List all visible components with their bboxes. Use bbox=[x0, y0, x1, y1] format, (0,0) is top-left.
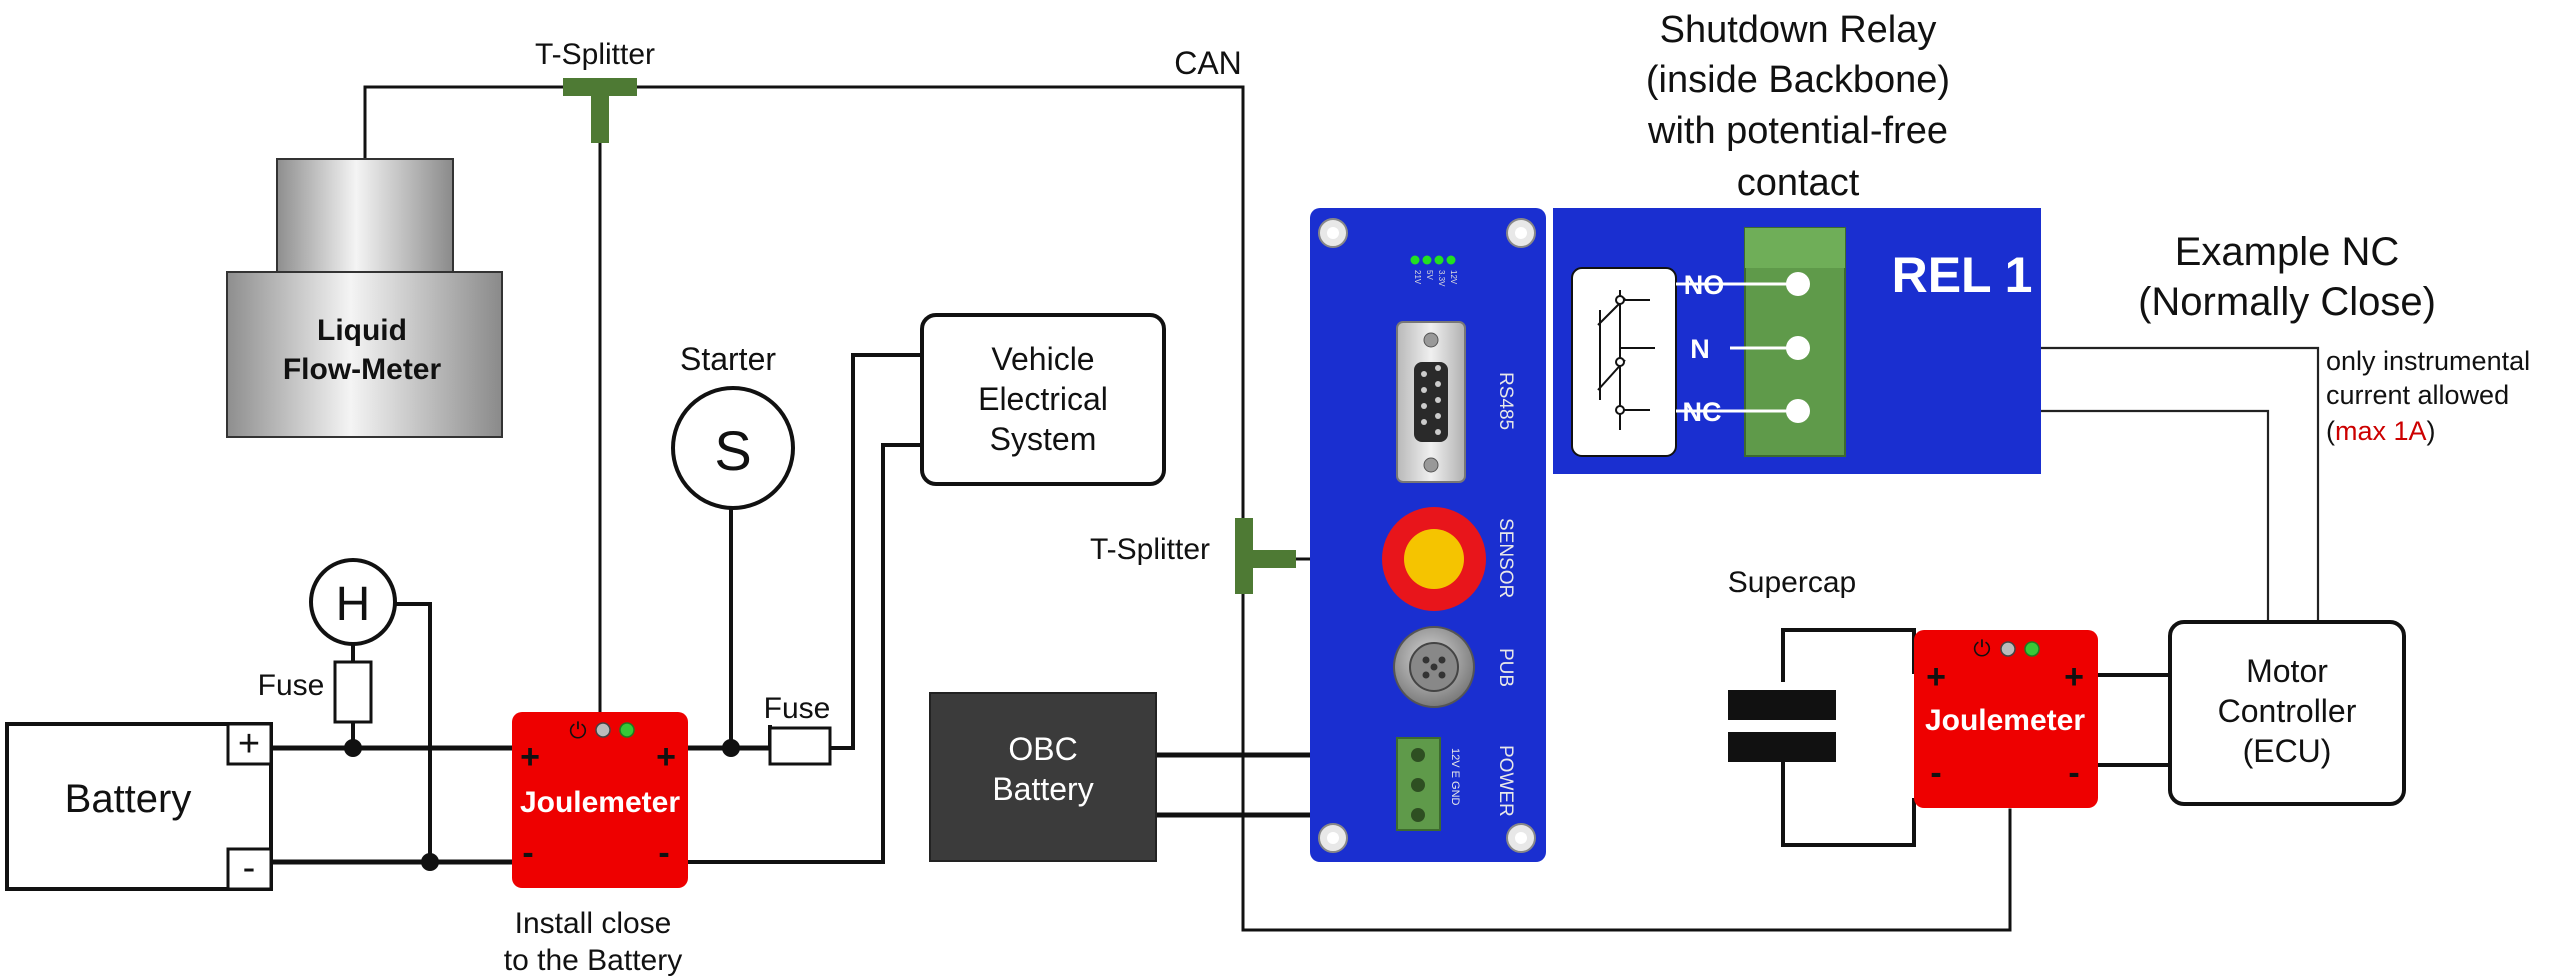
joulemeter-label: Joulemeter bbox=[520, 786, 680, 819]
power-icon-2: ⏻ bbox=[1973, 636, 1990, 661]
svg-text:+: + bbox=[520, 738, 540, 776]
note-line-3: (max 1A) bbox=[2326, 416, 2436, 446]
joulemeter-ecu: ⏻ + + Joulemeter - - bbox=[1914, 630, 2098, 808]
max-current-value: max 1A bbox=[2335, 416, 2427, 446]
supercap bbox=[1728, 690, 1836, 762]
relay-title: Shutdown Relay (inside Backbone) with po… bbox=[1646, 9, 1950, 204]
svg-text:Electrical: Electrical bbox=[978, 381, 1108, 417]
power-pins-label: 12V E GND bbox=[1449, 748, 1461, 806]
relay-n-label: N bbox=[1690, 334, 1710, 364]
svg-text:(inside Backbone): (inside Backbone) bbox=[1646, 59, 1950, 101]
relay-no-label: NO bbox=[1684, 270, 1725, 300]
can-bus-wire bbox=[363, 85, 2012, 932]
power-terminal bbox=[1396, 737, 1441, 831]
svg-text:Controller: Controller bbox=[2218, 693, 2357, 729]
joulemeter-main: ⏻ + + Joulemeter - - bbox=[512, 712, 688, 888]
t-splitter-top-label: T-Splitter bbox=[535, 38, 655, 71]
svg-text:5V: 5V bbox=[1425, 270, 1434, 280]
svg-text:System: System bbox=[990, 421, 1097, 457]
starter-symbol: S bbox=[671, 386, 795, 510]
svg-text:contact: contact bbox=[1737, 162, 1860, 204]
fuse-right bbox=[768, 726, 832, 766]
battery-minus-terminal: - bbox=[243, 847, 256, 889]
fuse-left-label: Fuse bbox=[258, 669, 325, 702]
t-splitter-mid bbox=[1235, 518, 1296, 594]
rs485-label: RS485 bbox=[1495, 372, 1516, 430]
svg-text:-: - bbox=[1930, 754, 1941, 792]
example-nc-title: Example NC bbox=[2175, 230, 2400, 274]
svg-text:12V: 12V bbox=[1449, 270, 1458, 285]
svg-text:(ECU): (ECU) bbox=[2243, 733, 2332, 769]
rs485-port bbox=[1396, 321, 1466, 483]
svg-text:-: - bbox=[522, 834, 533, 872]
example-nc-subtitle: (Normally Close) bbox=[2138, 280, 2436, 324]
svg-text:H: H bbox=[336, 578, 371, 631]
note-line-1: only instrumental bbox=[2326, 346, 2530, 376]
svg-text:3.3V: 3.3V bbox=[1437, 270, 1446, 287]
svg-text:Vehicle: Vehicle bbox=[991, 341, 1094, 377]
pub-label: PUB bbox=[1495, 648, 1516, 687]
motor-controller: Motor Controller (ECU) bbox=[2168, 620, 2406, 806]
backbone-module: 21V 5V 3.3V 12V RS485 SENSOR bbox=[1310, 208, 1546, 862]
fuse-right-label: Fuse bbox=[764, 692, 831, 725]
svg-text:Battery: Battery bbox=[992, 771, 1093, 807]
note-line-2: current allowed bbox=[2326, 380, 2509, 410]
power-icon: ⏻ bbox=[569, 718, 586, 743]
svg-text:with potential-free: with potential-free bbox=[1647, 110, 1948, 152]
install-note-2: to the Battery bbox=[504, 944, 682, 977]
flowmeter-label-2: Flow-Meter bbox=[283, 353, 442, 386]
joulemeter-ecu-label: Joulemeter bbox=[1925, 704, 2085, 737]
sensor-label: SENSOR bbox=[1495, 518, 1516, 598]
t-splitter-top bbox=[563, 78, 637, 143]
status-led-gray bbox=[595, 722, 611, 738]
battery: + - Battery bbox=[5, 722, 273, 891]
svg-text:Shutdown Relay: Shutdown Relay bbox=[1660, 9, 1937, 51]
fuse-left bbox=[333, 660, 373, 724]
sensor-port bbox=[1382, 507, 1486, 611]
shutdown-relay: NO N NC REL 1 bbox=[1553, 208, 2041, 474]
svg-text:OBC: OBC bbox=[1008, 731, 1077, 767]
relay-name: REL 1 bbox=[1892, 247, 2033, 303]
liquid-flow-meter: Liquid Flow-Meter bbox=[226, 158, 503, 438]
status-led-green bbox=[619, 722, 635, 738]
relay-nc-label: NC bbox=[1683, 397, 1722, 427]
flowmeter-can-wire bbox=[363, 85, 569, 162]
supply-leds: 21V 5V 3.3V 12V bbox=[1410, 255, 1458, 287]
pub-port bbox=[1393, 626, 1475, 708]
svg-text:+: + bbox=[1926, 658, 1946, 696]
hall-sensor: H bbox=[309, 558, 397, 646]
starter-label: Starter bbox=[680, 341, 776, 377]
obc-battery: OBC Battery bbox=[929, 692, 1157, 862]
svg-text:+: + bbox=[2064, 658, 2084, 696]
svg-text:+: + bbox=[656, 738, 676, 776]
flowmeter-label-1: Liquid bbox=[317, 314, 407, 347]
vehicle-electrical-system: Vehicle Electrical System bbox=[920, 313, 1166, 486]
svg-text:Motor: Motor bbox=[2246, 653, 2328, 689]
svg-text:21V: 21V bbox=[1413, 270, 1422, 285]
can-label: CAN bbox=[1174, 45, 1242, 81]
t-splitter-mid-label: T-Splitter bbox=[1090, 533, 1210, 566]
power-label: POWER bbox=[1495, 745, 1516, 817]
svg-text:-: - bbox=[2068, 754, 2079, 792]
supercap-label: Supercap bbox=[1728, 566, 1856, 599]
battery-label: Battery bbox=[65, 777, 192, 821]
svg-text:-: - bbox=[658, 834, 669, 872]
svg-text:S: S bbox=[714, 419, 751, 482]
battery-plus-terminal: + bbox=[238, 723, 260, 765]
install-note-1: Install close bbox=[515, 907, 672, 940]
